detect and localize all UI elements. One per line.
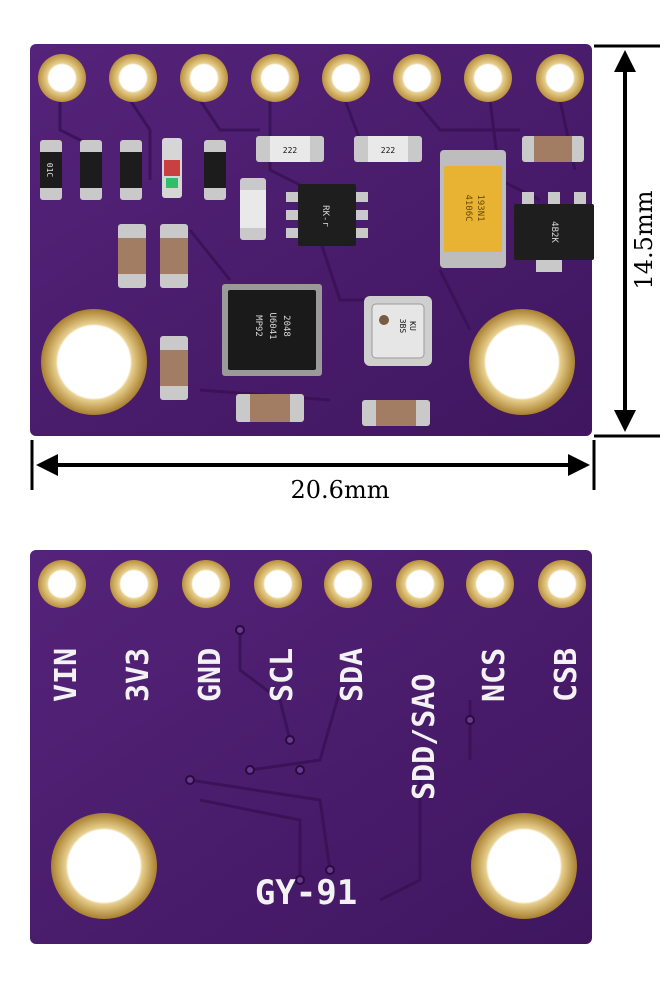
height-label: 14.5mm	[630, 190, 658, 289]
svg-text:U6041: U6041	[267, 312, 277, 339]
svg-text:193N1: 193N1	[475, 194, 485, 221]
dimension-height: 14.5mm	[594, 44, 660, 438]
svg-text:MP92: MP92	[253, 315, 263, 337]
pin-label-sda: SDA	[335, 648, 370, 702]
imu-chip: MP92 U6041 2048	[222, 284, 322, 376]
capacitor-bottom-a	[236, 394, 304, 422]
mounting-hole-bottom-right	[471, 813, 577, 919]
mounting-hole-top-right	[469, 309, 575, 415]
svg-text:KU: KU	[408, 321, 417, 331]
header-pads-top	[38, 54, 584, 102]
resistor-222-c	[240, 178, 266, 240]
regulator-chip: RK-r	[286, 184, 368, 246]
svg-text:4B2K: 4B2K	[549, 221, 559, 243]
pin-label-scl: SCL	[265, 648, 300, 702]
vias-bottom	[185, 625, 475, 885]
svg-text:3BS: 3BS	[398, 319, 407, 334]
svg-text:2048: 2048	[281, 315, 291, 337]
mounting-hole-bottom-left	[51, 813, 157, 919]
top-board: 01C 222	[30, 44, 594, 436]
pin-label-gnd: GND	[193, 648, 228, 702]
model-label: GY-91	[255, 873, 357, 913]
dimension-width: 20.6mm	[30, 440, 596, 504]
bottom-board: VIN 3V3 GND SCL SDA SDD/SAO NCS CSB GY-9…	[30, 550, 592, 944]
pin-label-ncs: NCS	[477, 648, 512, 702]
pin-label-csb: CSB	[549, 648, 584, 702]
svg-text:RK-r: RK-r	[320, 205, 330, 227]
capacitor-left-c	[160, 336, 188, 400]
width-label: 20.6mm	[291, 476, 390, 504]
capacitor-bottom-b	[362, 400, 430, 426]
svg-text:01C: 01C	[45, 163, 54, 178]
capacitor-left-a	[118, 224, 146, 288]
mounting-hole-top-left	[41, 309, 147, 415]
pcb-bottom	[30, 550, 592, 944]
header-pads-bottom	[38, 560, 586, 608]
svg-text:222: 222	[283, 146, 298, 155]
sot-chip-right: 4B2K	[514, 192, 594, 272]
resistor-222-a: 222	[256, 136, 324, 162]
barometer-chip: 3BS KU	[364, 296, 432, 366]
pin-label-sdd-sao: SDD/SAO	[407, 674, 442, 800]
pin-label-vin: VIN	[49, 648, 84, 702]
capacitor-left-b	[160, 224, 188, 288]
pin-label-3v3: 3V3	[121, 648, 156, 702]
resistor-row-left: 01C	[40, 138, 226, 200]
capacitor-top-right	[522, 136, 584, 162]
svg-text:4106C: 4106C	[463, 194, 473, 221]
pin-labels: VIN 3V3 GND SCL SDA SDD/SAO NCS CSB	[49, 648, 584, 800]
svg-text:222: 222	[381, 146, 396, 155]
traces-bottom	[189, 630, 472, 902]
resistor-222-b: 222	[354, 136, 422, 162]
tantalum-capacitor: 4106C 193N1	[440, 150, 506, 268]
